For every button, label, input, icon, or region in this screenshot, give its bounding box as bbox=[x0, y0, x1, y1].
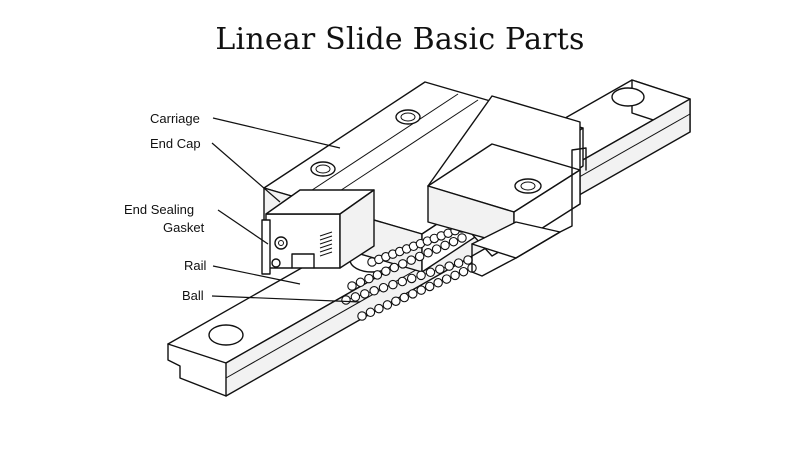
leader-lines bbox=[211, 117, 361, 303]
ball-icon bbox=[364, 273, 374, 284]
label-rail: Rail bbox=[184, 258, 207, 273]
ball-icon bbox=[391, 296, 401, 306]
ball-icon bbox=[381, 266, 391, 276]
carriage-bolt-hole-icon bbox=[514, 178, 542, 194]
ball-icon bbox=[416, 285, 426, 295]
ball-icon bbox=[425, 267, 436, 278]
ball-icon bbox=[365, 307, 376, 318]
label-end-sealing-line2: Gasket bbox=[163, 220, 205, 235]
ball-icon bbox=[435, 264, 445, 274]
screw-icon bbox=[271, 258, 281, 268]
carriage-upper bbox=[427, 95, 587, 277]
ball-icon bbox=[423, 248, 433, 258]
ball-icon bbox=[389, 262, 400, 273]
label-ball: Ball bbox=[182, 288, 204, 303]
ball-icon bbox=[357, 311, 367, 321]
ball-icon bbox=[360, 289, 370, 299]
page-title: Linear Slide Basic Parts bbox=[215, 22, 585, 57]
ball-icon bbox=[453, 258, 464, 268]
ball-icon bbox=[441, 274, 452, 284]
ball-icon bbox=[458, 266, 469, 277]
rail-hole-icon bbox=[611, 87, 645, 107]
ball-icon bbox=[355, 277, 366, 288]
ball-icon bbox=[433, 278, 443, 288]
ball-icon bbox=[440, 240, 450, 251]
ball-icon bbox=[416, 270, 426, 281]
end-sealing-gasket bbox=[261, 219, 271, 275]
ball-spring-icon bbox=[319, 231, 333, 257]
ball-icons bbox=[341, 223, 477, 321]
ball-icon bbox=[350, 292, 361, 302]
ball-icon bbox=[431, 244, 442, 254]
ball-icon bbox=[341, 295, 351, 305]
ball-icon bbox=[408, 289, 418, 299]
label-end-cap: End Cap bbox=[150, 136, 201, 151]
grease-nipple-icon bbox=[274, 236, 288, 250]
ball-icon bbox=[463, 255, 473, 265]
ball-icon bbox=[374, 303, 384, 314]
ball-icon bbox=[457, 233, 467, 243]
ball-icon bbox=[424, 281, 435, 292]
ball-icon bbox=[450, 270, 460, 281]
carriage-bolt-hole-icon bbox=[395, 109, 421, 125]
ball-icon bbox=[397, 276, 408, 287]
end-cap bbox=[261, 189, 375, 275]
label-carriage: Carriage bbox=[150, 111, 200, 126]
ball-icon bbox=[406, 255, 416, 265]
ball-icon bbox=[372, 270, 383, 280]
ball-icon bbox=[448, 236, 459, 247]
ball-icon bbox=[406, 273, 417, 284]
ball-chains bbox=[341, 223, 477, 321]
ball-icon bbox=[378, 282, 389, 293]
ball-icon bbox=[399, 292, 410, 303]
carriage-bolt-hole-icon bbox=[310, 161, 336, 177]
ball-icon bbox=[347, 281, 357, 291]
label-end-sealing-line1: End Sealing bbox=[124, 202, 194, 217]
ball-icon bbox=[398, 259, 408, 269]
ball-icon bbox=[369, 286, 379, 296]
rail-hole-icon bbox=[208, 324, 244, 346]
ball-icon bbox=[414, 251, 425, 262]
ball-icon bbox=[388, 279, 398, 290]
ball-icon bbox=[444, 261, 454, 271]
ball-icon bbox=[382, 300, 393, 310]
